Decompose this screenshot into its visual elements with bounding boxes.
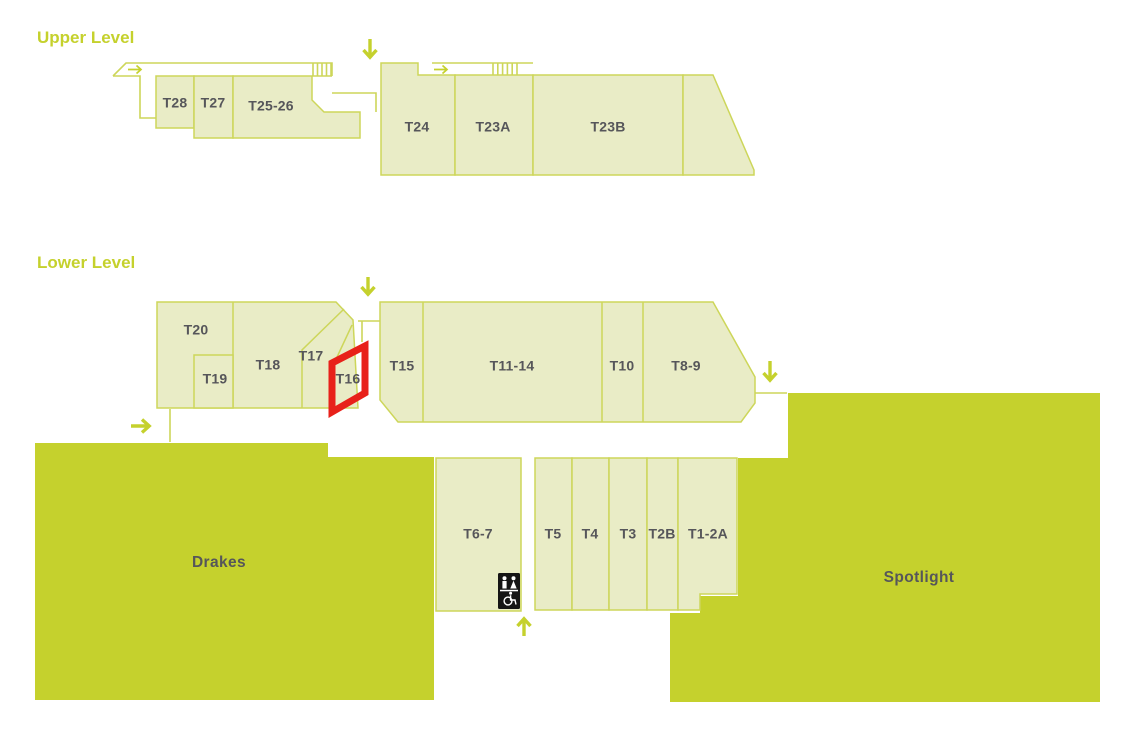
tenancy-label: T8-9	[671, 358, 701, 374]
highlighted-tenancy-t16-outline	[328, 340, 369, 419]
anchor-label: Spotlight	[884, 569, 955, 586]
tenancy-label: T23B	[590, 119, 625, 135]
tenancy-label: T10	[610, 358, 635, 374]
tenancy-label: T11-14	[490, 358, 535, 374]
walkway-outline	[112, 62, 333, 77]
tenancy-t19[interactable]	[193, 354, 234, 409]
tenancy-label: T6-7	[463, 526, 493, 542]
tenancy-label: T17	[299, 348, 324, 364]
tenancy-t3[interactable]	[608, 457, 648, 611]
walkway-outline	[332, 92, 377, 112]
tenancy-label: T4	[582, 526, 599, 542]
entrance-arrow-right-icon	[128, 64, 143, 75]
tenancy-label: T24	[405, 119, 430, 135]
tenancy-separator	[301, 308, 345, 408]
stairs-ticks-icon	[312, 63, 332, 76]
tenancy-label: T1-2A	[688, 526, 728, 542]
tenancy-label: T19	[203, 371, 228, 387]
tenancy-label: T27	[201, 95, 226, 111]
entrance-arrow-right-icon	[434, 64, 449, 75]
entrance-arrow-down-icon	[362, 39, 378, 60]
entrance-arrow-down-icon	[360, 277, 376, 297]
tenancy-label: T23A	[475, 119, 510, 135]
walkway-outline	[113, 75, 156, 119]
tenancy-t5[interactable]	[534, 457, 573, 611]
tenancy-label: T25-26	[248, 98, 294, 114]
tenancy-label: T3	[620, 526, 637, 542]
tenancy-group-t16-t20[interactable]	[156, 301, 359, 409]
upper-end-tenancy-shape[interactable]	[682, 74, 755, 176]
tenancy-t4[interactable]	[571, 457, 610, 611]
upper-level-title: Upper Level	[37, 28, 134, 47]
tenancy-label: T2B	[648, 526, 675, 542]
tenancy-t2b[interactable]	[646, 457, 679, 611]
tenancy-label: T15	[390, 358, 415, 374]
tenancy-label: T5	[545, 526, 562, 542]
anchor-spotlight[interactable]	[670, 393, 1100, 702]
tenancy-label: T18	[256, 357, 281, 373]
entrance-arrow-up-icon	[516, 616, 532, 636]
tenancy-t25-26[interactable]	[232, 75, 361, 139]
tenancy-label: T28	[163, 95, 188, 111]
tenancy-t1-2a[interactable]	[677, 457, 738, 611]
stairs-ticks-icon	[492, 63, 518, 75]
tenancy-label: T20	[184, 322, 209, 338]
tenancy-label: T16	[336, 371, 361, 387]
toilets-accessible-icon	[498, 573, 520, 609]
anchor-drakes[interactable]	[35, 443, 434, 700]
entrance-arrow-down-icon	[762, 361, 778, 383]
tenancy-group-t8-t15[interactable]	[379, 301, 756, 423]
entrance-arrow-right-icon	[131, 418, 152, 434]
anchor-label: Drakes	[192, 554, 246, 571]
lower-level-title: Lower Level	[37, 253, 135, 272]
upper-right-walkway	[432, 62, 533, 75]
upper-left-walkway	[112, 62, 333, 119]
